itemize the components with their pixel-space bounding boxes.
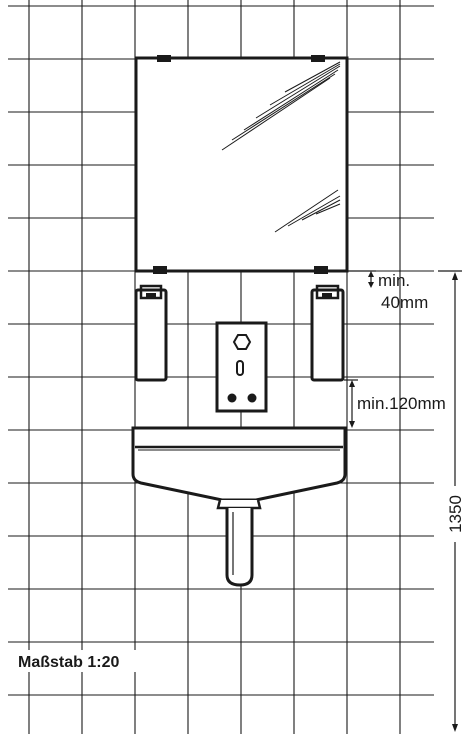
- dimension-mirror-gap: [346, 270, 376, 288]
- dimension-mirror-gap-label-line1: min.: [378, 271, 410, 290]
- wall-socket-box: [215, 321, 268, 413]
- right-light-fixture: [310, 284, 345, 382]
- mirror-clip-bottom-left: [153, 266, 167, 274]
- dimension-basin-gap: [344, 379, 358, 428]
- mirror-clip-top-left: [157, 55, 171, 62]
- dimension-basin-gap-label: min.120mm: [357, 394, 446, 413]
- mirror-clip-top-right: [311, 55, 325, 62]
- mirror-reflection-lines: [221, 61, 341, 233]
- terminal-dot-left: [227, 393, 237, 403]
- dimension-total-height-label: 1350: [446, 495, 464, 533]
- switch-slot: [236, 360, 244, 376]
- mirror-clip-bottom-right: [314, 266, 328, 274]
- hexagon-screw-icon: [232, 334, 252, 350]
- basin-drain-pipe: [225, 508, 254, 587]
- left-light-fixture: [134, 284, 168, 382]
- scale-label: Maßstab 1:20: [18, 654, 119, 671]
- mirror: [134, 55, 349, 274]
- dimension-total-height: [438, 270, 462, 732]
- scale-label-backing: [15, 650, 155, 672]
- terminal-dot-right: [247, 393, 257, 403]
- mirror-frame: [134, 56, 349, 273]
- dimension-mirror-gap-label-line2: 40mm: [381, 293, 428, 312]
- wash-basin: [131, 426, 347, 587]
